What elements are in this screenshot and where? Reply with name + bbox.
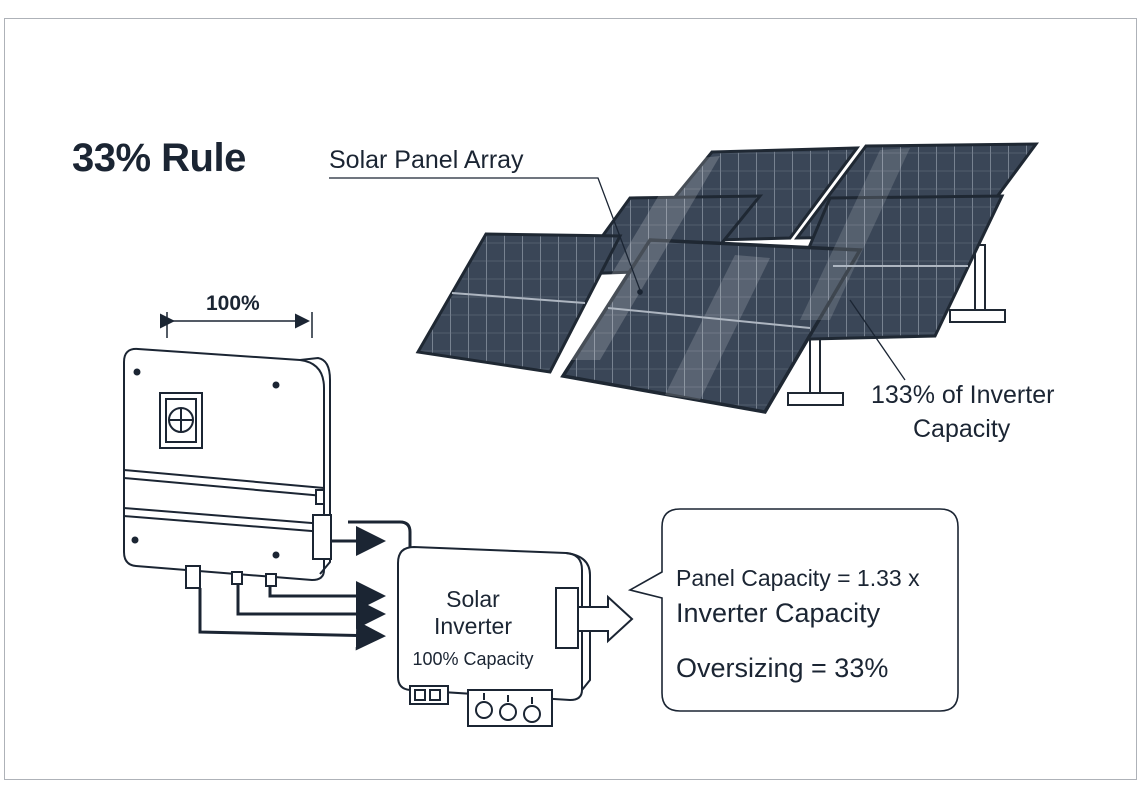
panel-stand-right [949,244,1006,323]
label-leaders [329,177,906,381]
inverter-capacity: 100% Capacity [412,649,534,669]
inverter-name-line2: Inverter [434,613,512,639]
outer-frame [4,18,1137,780]
inverter-width-label: 100% [206,292,260,315]
solar-panel-array [415,142,1040,414]
width-dimension [160,312,313,338]
oversize-capacity-label: 133% of Inverter Capacity [871,378,1054,446]
output-arrow [577,594,634,644]
panel-array-label: Solar Panel Array [329,146,524,174]
callout-formula-line1: Panel Capacity = 1.33 x [676,565,920,591]
inverter-name: Solar Inverter [398,586,548,640]
panel-left [415,232,623,374]
oversize-capacity-line2: Capacity [913,415,1011,443]
oversize-capacity-line1: 133% of Inverter [871,381,1055,409]
callout-bubble [627,508,959,712]
callout-oversizing: Oversizing = 33% [676,653,889,683]
inverter-name-line1: Solar [446,586,500,612]
callout-formula-line2: Inverter Capacity [676,598,881,628]
solar-inverter-box [397,545,591,727]
page-title: 33% Rule [72,136,246,180]
wall-inverter [123,347,332,589]
callout-text: Panel Capacity = 1.33 x Inverter Capacit… [676,565,920,684]
cables [198,520,412,651]
